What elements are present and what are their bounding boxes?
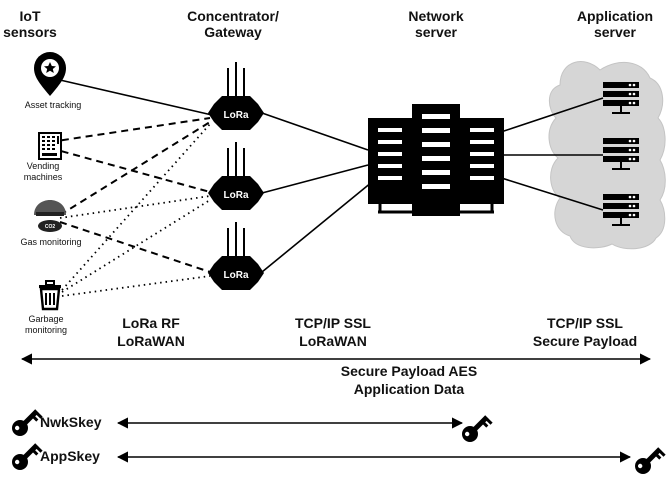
gas-monitoring-label: Gas monitoring xyxy=(20,237,82,247)
dashed-links xyxy=(49,117,211,273)
gateway-1 xyxy=(208,62,264,130)
rack-server-icon xyxy=(603,194,639,226)
gateway-label: LoRa xyxy=(224,110,249,121)
key-icon xyxy=(11,443,43,470)
trash-bin-icon xyxy=(39,280,61,311)
location-pin-icon xyxy=(34,52,66,96)
gateway-3 xyxy=(208,222,264,290)
link-ns-app1 xyxy=(491,97,604,136)
gateway-header: Concentrator/ Gateway xyxy=(168,8,298,40)
payload-line2: Application Data xyxy=(353,380,465,397)
tcp-network-line1: TCP/IP SSL xyxy=(295,315,371,331)
garbage-label-line2: monitoring xyxy=(24,324,68,335)
vending-label-line1: Vending xyxy=(26,161,60,171)
link-gas-gw1 xyxy=(59,121,211,216)
vending-label-line2: machines xyxy=(23,171,63,182)
secure-payload-label: Secure Payload AES Application Data xyxy=(314,363,504,398)
payload-line1: Secure Payload AES xyxy=(340,363,478,379)
iot-sensors-header: IoT sensors xyxy=(0,8,60,40)
link-ns-app3 xyxy=(491,174,604,211)
tcp-ip-network-label: TCP/IP SSL LoRaWAN xyxy=(268,315,398,350)
network-header-line2: server xyxy=(414,24,458,41)
nwkskey-label: NwkSkey xyxy=(40,414,102,430)
link-gw2-ns xyxy=(261,164,369,194)
app-server-3 xyxy=(603,194,639,226)
link-asset-gw1 xyxy=(59,79,213,116)
rack-server-icon xyxy=(603,138,639,170)
gateway-2 xyxy=(208,142,264,210)
tcp-app-line1: TCP/IP SSL xyxy=(547,315,623,331)
tcp-network-line2: LoRaWAN xyxy=(299,332,367,349)
link-garbage-gw3 xyxy=(61,275,211,297)
garbage-monitoring-label: Garbage monitoring xyxy=(8,314,84,336)
lora-rf-label: LoRa RF LoRaWAN xyxy=(96,315,206,350)
application-server-header: Application server xyxy=(564,8,666,40)
gateway-label: LoRa xyxy=(224,270,249,281)
gateway-label: LoRa xyxy=(224,190,249,201)
server-rack-icon xyxy=(368,104,504,216)
dotted-links xyxy=(59,123,211,297)
lora-rf-line2: LoRaWAN xyxy=(117,332,185,349)
lora-gateway-icon xyxy=(208,222,264,290)
lora-rf-line1: LoRa RF xyxy=(122,315,180,331)
garbage-label-line1: Garbage xyxy=(28,314,64,324)
key-icon xyxy=(11,409,43,436)
network-header-line1: Network xyxy=(408,8,464,24)
gateway-header-line1: Concentrator/ xyxy=(187,8,279,24)
link-garbage-gw1 xyxy=(61,123,211,291)
link-gw1-ns xyxy=(261,112,369,151)
asset-tracking-label: Asset tracking xyxy=(24,100,82,110)
app-server-2 xyxy=(603,138,639,170)
network-server-header: Network server xyxy=(386,8,486,40)
app-server-1 xyxy=(603,82,639,114)
solid-links xyxy=(59,79,604,273)
gateway-header-line2: Gateway xyxy=(204,24,262,41)
lora-gateway-icon xyxy=(208,142,264,210)
appskey-label: AppSkey xyxy=(40,448,100,464)
link-gw3-ns xyxy=(261,181,373,273)
iot-header-line1: IoT xyxy=(19,8,41,24)
lora-gateway-icon xyxy=(208,62,264,130)
gas-sensor-icon: CO2 xyxy=(34,200,66,232)
co2-label: CO2 xyxy=(45,224,56,230)
app-header-line1: Application xyxy=(576,8,654,24)
key-icon xyxy=(635,447,666,474)
link-vending-gw2 xyxy=(49,147,211,193)
vending-machine-icon xyxy=(38,132,62,160)
link-vending-gw1 xyxy=(49,117,211,143)
link-gas-gw3 xyxy=(59,221,211,273)
tcp-ip-application-label: TCP/IP SSL Secure Payload xyxy=(520,315,650,350)
tcp-app-line2: Secure Payload xyxy=(532,332,638,349)
rack-server-icon xyxy=(603,82,639,114)
iot-header-line2: sensors xyxy=(3,24,57,41)
vending-machines-label: Vending machines xyxy=(8,161,78,183)
key-icon xyxy=(462,415,493,442)
app-header-line2: server xyxy=(593,24,637,41)
